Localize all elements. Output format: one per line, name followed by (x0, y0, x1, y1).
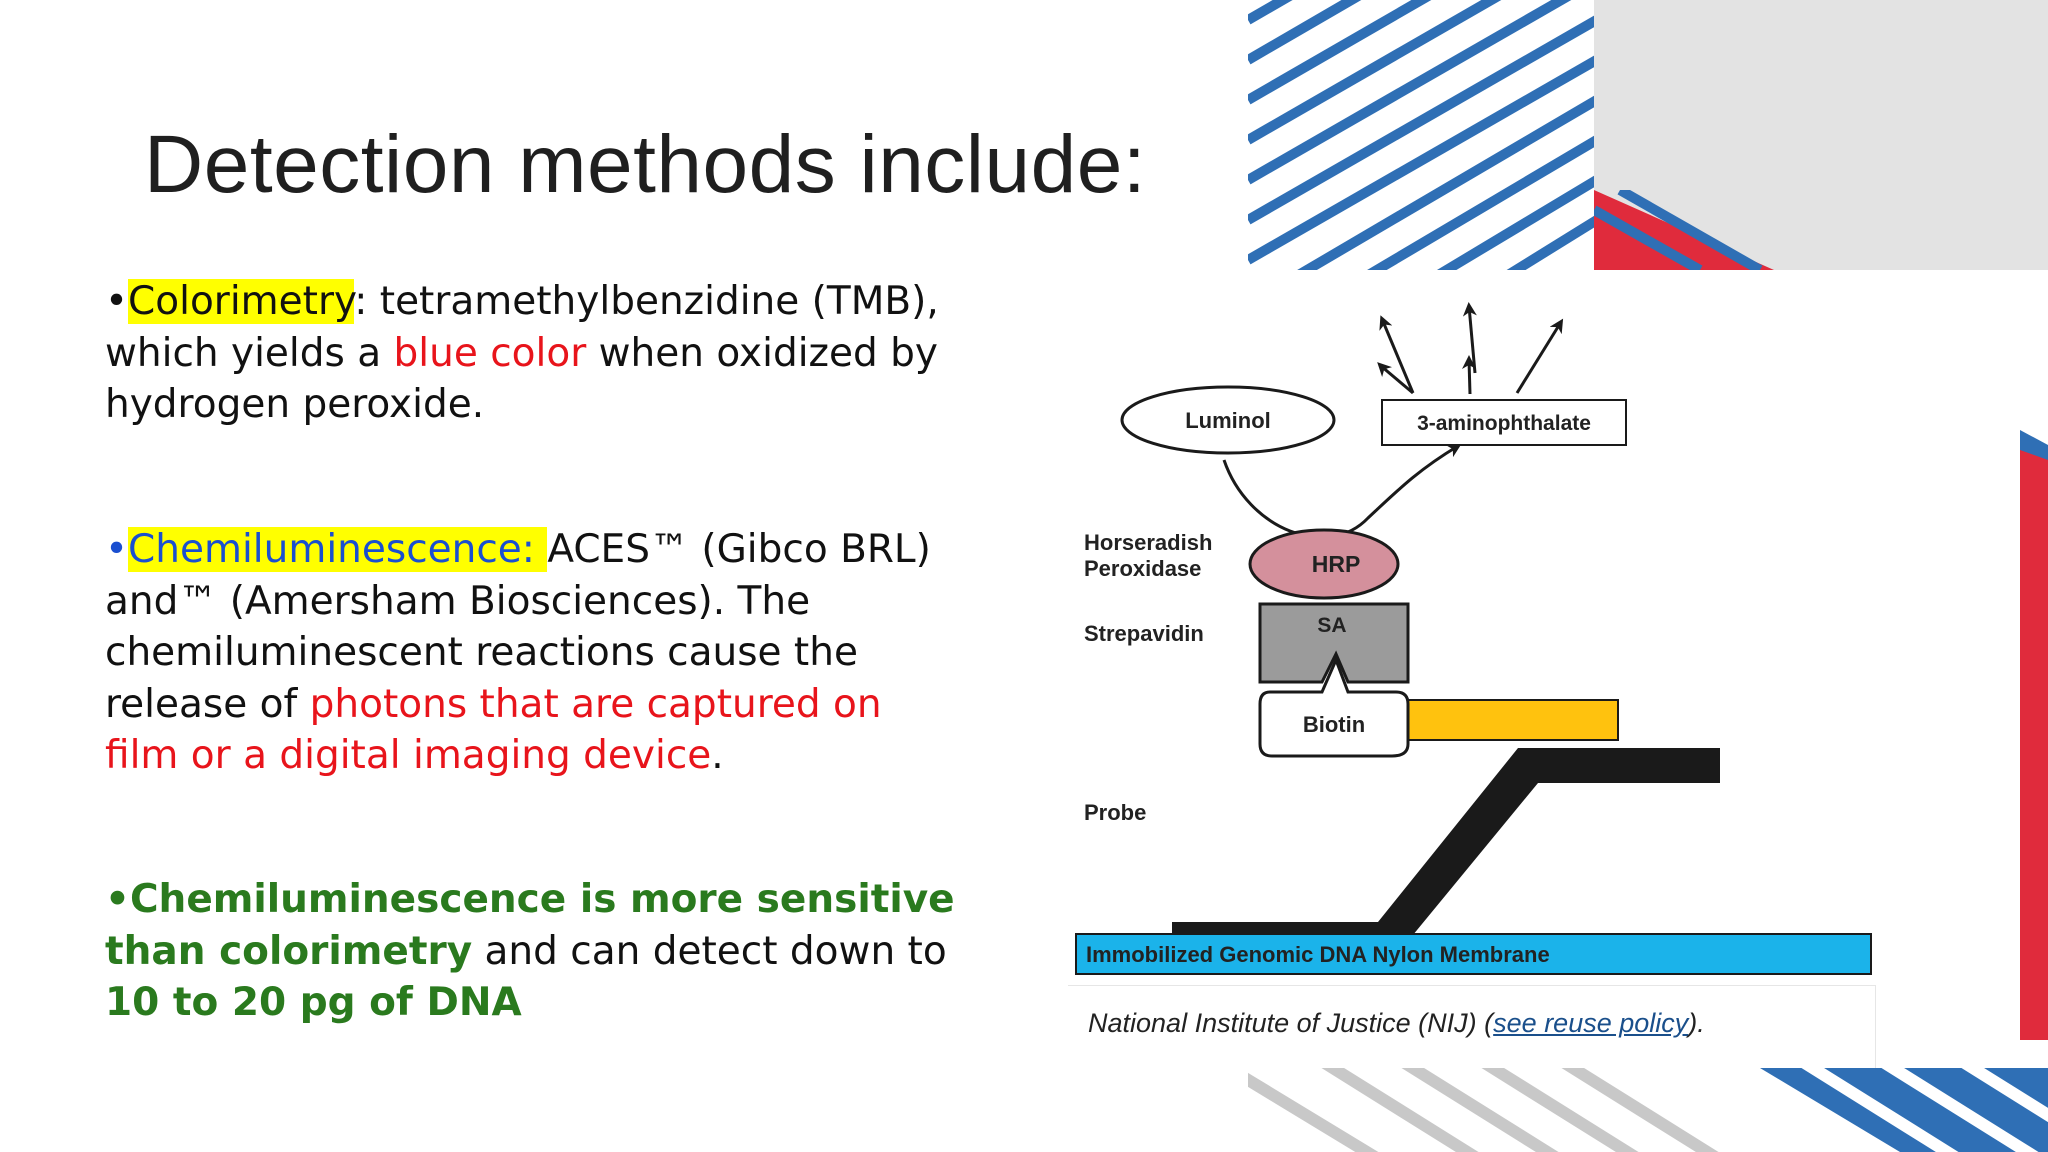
detection-diagram: Luminol 3-aminophthalate HRP Horseradish… (1075, 302, 1872, 975)
bullet-text: when oxidized by hydrogen peroxide. (105, 330, 939, 428)
reaction-arrow-icon (1222, 443, 1462, 539)
probe-label: Probe (1084, 800, 1146, 825)
bullet-sensitivity: •Chemiluminescence is more sensitive tha… (105, 874, 965, 1029)
biotin-label: Biotin (1303, 712, 1365, 737)
luminol-node (1120, 385, 1336, 455)
hrp-side-label: Peroxidase (1084, 556, 1201, 581)
caption-box: National Institute of Justice (NIJ) (see… (1068, 985, 1876, 1068)
bullet-colorimetry: •Colorimetry: tetramethylbenzidine (TMB)… (105, 276, 965, 431)
bullet-marker: • (105, 279, 129, 324)
bullet-marker: • (105, 527, 129, 572)
product-node (1381, 399, 1627, 446)
right-red-band (2020, 440, 2048, 1040)
term-colorimetry: Colorimetry (128, 279, 355, 324)
caption-suffix: ). (1688, 1008, 1705, 1038)
biotin-tag (1407, 699, 1619, 741)
bullet-marker: • (105, 877, 130, 922)
bullet-chemiluminescence: •Chemiluminescence: ACES™ (Gibco BRL) an… (105, 524, 965, 782)
arrow-line (1467, 359, 1472, 395)
figure-caption: National Institute of Justice (NIJ) (see… (1088, 1008, 1705, 1039)
arrow-icon (1377, 362, 1393, 378)
membrane (1075, 933, 1872, 975)
red-band (1594, 190, 1774, 270)
highlight-photons: photons that are captured on film or a d… (105, 681, 882, 779)
luminol-label: Luminol (1185, 408, 1271, 433)
arrow-up-icon (1462, 302, 1477, 374)
bottom-stripes (1248, 1068, 2048, 1152)
sensitivity-claim: Chemiluminescence is more sensitive than… (105, 877, 955, 974)
hrp-side-label: Horseradish (1084, 530, 1212, 555)
hrp-node (1248, 528, 1400, 600)
strep-side-label: Strepavidin (1084, 621, 1204, 646)
product-label: 3-aminophthalate (1417, 412, 1591, 435)
hrp-label: HRP (1312, 551, 1361, 577)
arrow-up-right-icon (1515, 318, 1564, 394)
slide-title: Detection methods include: (144, 119, 1147, 210)
biotin-node (1258, 656, 1410, 758)
probe-strand (1172, 748, 1720, 958)
detection-limit: 10 to 20 pg of DNA (105, 980, 522, 1025)
bullet-text: . (711, 733, 724, 778)
bullet-text: ACES™ (Gibco BRL) and™ (Amersham Bioscie… (105, 527, 931, 727)
membrane-label: Immobilized Genomic DNA Nylon Membrane (1086, 942, 1550, 967)
caption-prefix: National Institute of Justice (NIJ) ( (1088, 1008, 1494, 1038)
arrow-up-left-icon (1379, 315, 1415, 394)
bullet-text: : tetramethylbenzidine (TMB), which yiel… (105, 279, 939, 376)
sa-node (1258, 602, 1410, 684)
sa-label: SA (1317, 614, 1346, 637)
blue-stripes (1248, 0, 1594, 270)
term-chemiluminescence: Chemiluminescence: (128, 527, 548, 572)
bullet-text: and can detect down to (472, 928, 947, 974)
highlight-blue-color: blue color (393, 330, 587, 376)
reuse-policy-link[interactable]: see reuse policy (1493, 1008, 1689, 1038)
